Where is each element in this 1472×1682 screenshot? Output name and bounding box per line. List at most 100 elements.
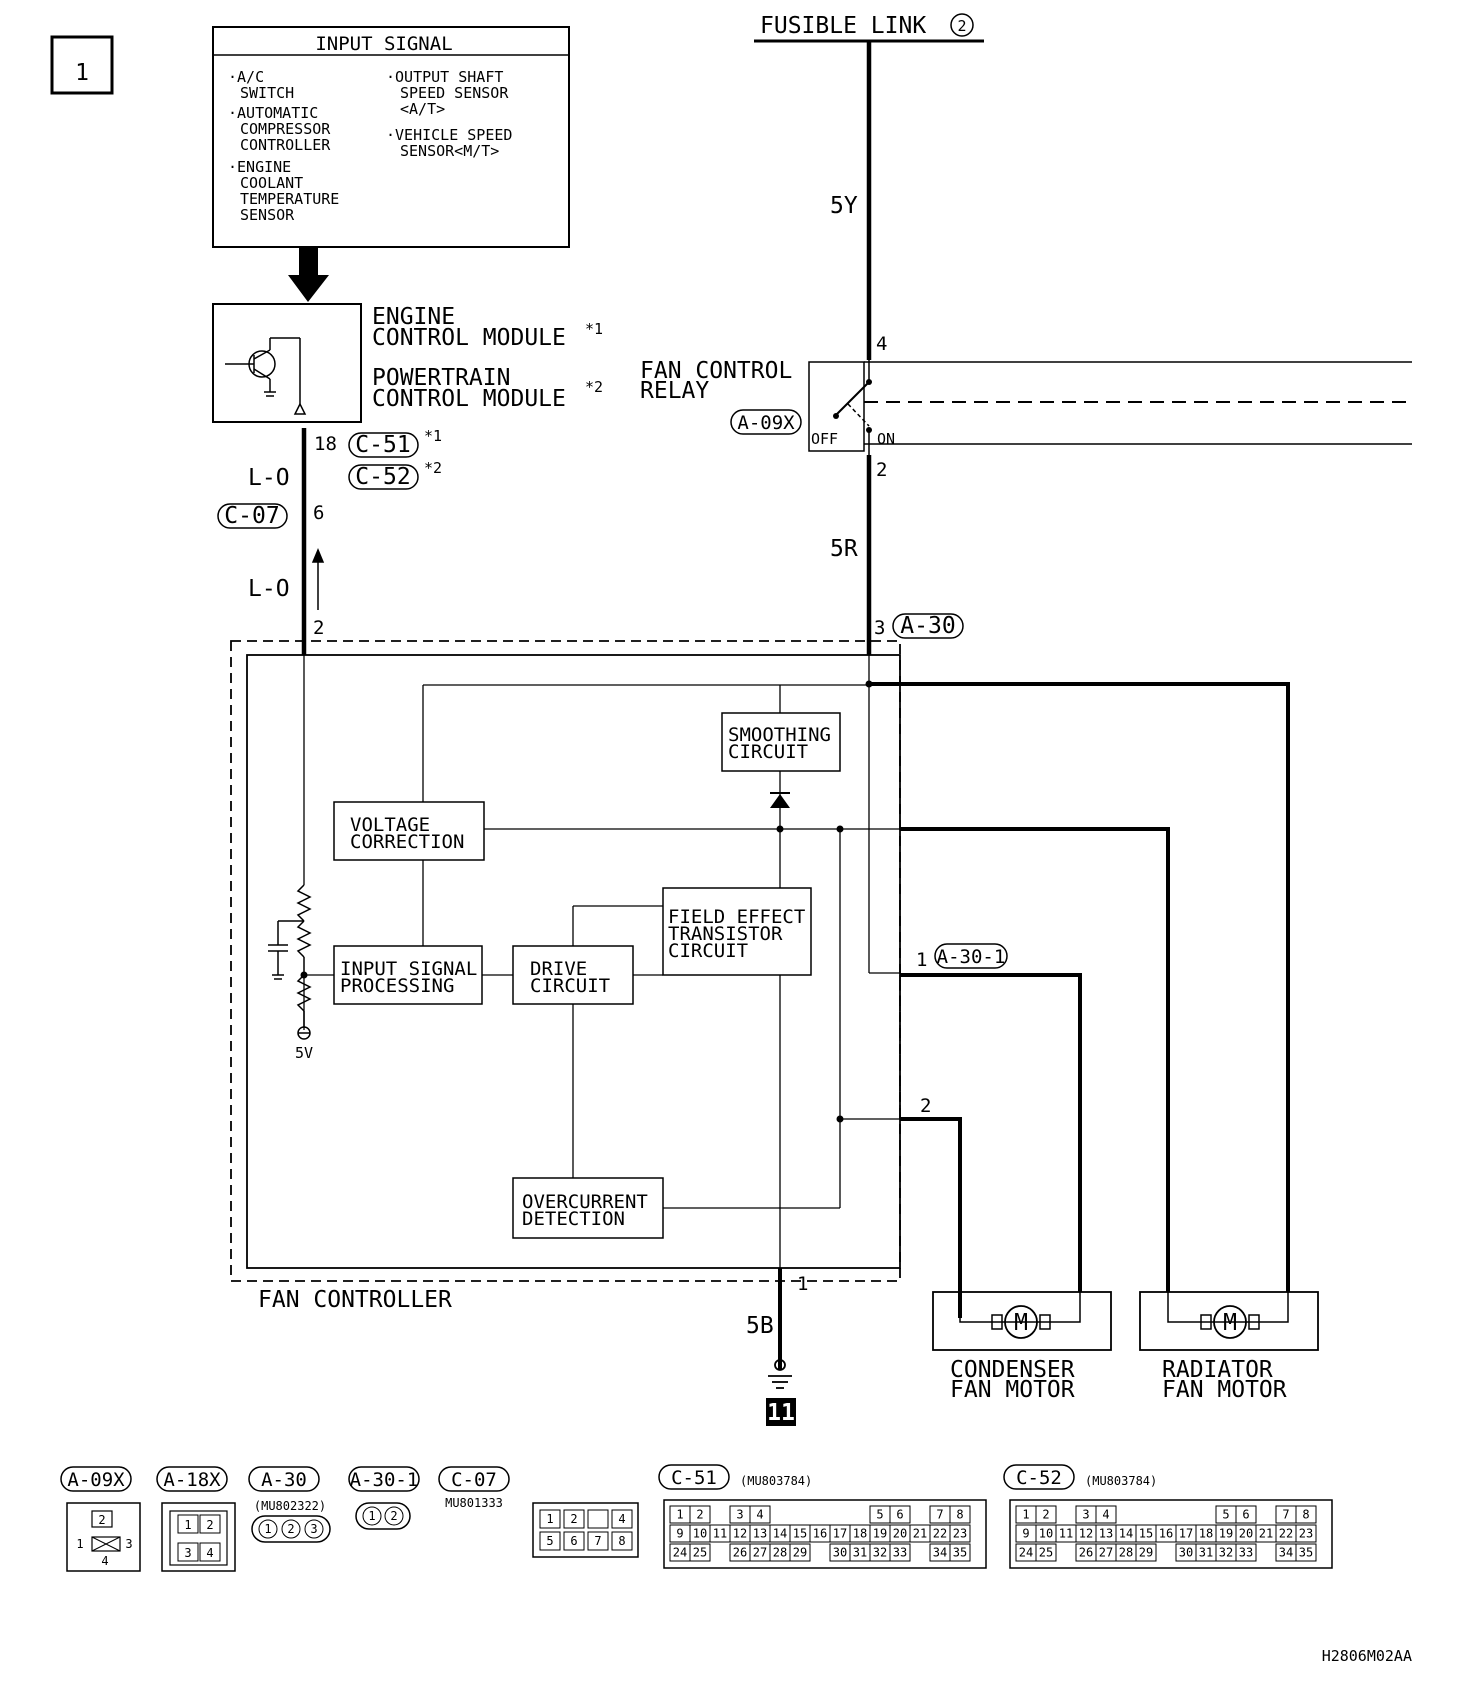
svg-text:FAN MOTOR: FAN MOTOR [1162,1377,1287,1403]
svg-text:<A/T>: <A/T> [400,100,445,118]
c51-pin-label: 27 [753,1546,767,1560]
svg-text:*1: *1 [424,427,442,445]
c52-pin-label: 33 [1239,1546,1253,1560]
drive-circuit-block: DRIVE CIRCUIT [512,945,634,1005]
svg-text:A-30: A-30 [900,613,955,639]
svg-text:3: 3 [310,1522,317,1536]
c51-pin-label: 9 [676,1527,683,1541]
svg-text:A-30: A-30 [261,1469,307,1491]
c07-pin [611,1531,633,1551]
svg-text:CONDENSER: CONDENSER [950,1357,1075,1383]
svg-text:1: 1 [264,1522,271,1536]
c52-pin-label: 8 [1302,1508,1309,1522]
c51-pin-label: 8 [956,1508,963,1522]
svg-text:MU801333: MU801333 [445,1496,503,1510]
c52-pin-label: 34 [1279,1546,1293,1560]
svg-text:C-07: C-07 [451,1469,497,1491]
c52-pin-label: 32 [1219,1546,1233,1560]
c52-pin [1295,1524,1317,1543]
c52-pin-label: 7 [1282,1508,1289,1522]
c51-pin-label: 2 [696,1508,703,1522]
svg-text:CIRCUIT: CIRCUIT [668,940,748,962]
input-signal-box [212,26,570,248]
svg-text:ON: ON [877,430,895,448]
svg-text:6: 6 [313,502,324,524]
svg-text:CONTROLLER: CONTROLLER [240,136,331,154]
c52-pin-label: 3 [1082,1508,1089,1522]
fan-controller-label: FAN CONTROLLER [258,1287,452,1313]
c51-pin-label: 14 [773,1527,787,1541]
svg-text:5Y: 5Y [830,193,858,219]
c51-pin [789,1543,811,1562]
c51-pin-label: 5 [876,1508,883,1522]
internal-wiring [303,655,900,1268]
page-id: 1 [75,60,89,86]
svg-text:(MU802322): (MU802322) [254,1499,326,1513]
c52-pin-label: 19 [1219,1527,1233,1541]
c51-pin-label: 26 [733,1546,747,1560]
ecm-box [212,303,362,423]
condenser-fan-motor: M CONDENSER FAN MOTOR [932,1291,1112,1403]
pcm-line2: CONTROL MODULE [372,386,566,412]
pcm-note: *2 [585,378,603,396]
condenser-motor-symbol: M [1014,1310,1028,1336]
c07-pin-label: 2 [570,1512,577,1526]
svg-text:C-52: C-52 [1016,1467,1062,1489]
a09x-conn-label: A-09X [730,409,802,435]
c51-pin [749,1505,771,1524]
fan-controller-inner [246,654,901,1269]
radiator-fan-motor: M RADIATOR FAN MOTOR [1139,1291,1319,1403]
svg-text:FAN MOTOR: FAN MOTOR [950,1377,1075,1403]
fan-controller-outline [230,640,901,1282]
c51-pin [949,1524,971,1543]
svg-text:1: 1 [76,1537,83,1551]
svg-text:4: 4 [876,333,887,355]
a30-conn-label: A-30 [892,613,964,639]
svg-text:SMOOTHING: SMOOTHING [728,724,831,746]
c51-pin [889,1543,911,1562]
svg-text:C-07: C-07 [224,503,279,529]
svg-text:RADIATOR: RADIATOR [1162,1357,1273,1383]
fusible-link-label: FUSIBLE LINK [760,13,926,39]
svg-text:SWITCH: SWITCH [240,84,294,102]
svg-text:3: 3 [125,1537,132,1551]
c51-pin-label: 20 [893,1527,907,1541]
connector-a301: A-30-1 1 2 [348,1466,420,1530]
c51-pin-label: 29 [793,1546,807,1560]
c51-pin [889,1505,911,1524]
fusible-link-num: 2 [957,17,966,35]
page-id-box [50,35,114,95]
c52-pin-label: 17 [1179,1527,1193,1541]
svg-text:OVERCURRENT: OVERCURRENT [522,1191,648,1213]
c51-pin-label: 23 [953,1527,967,1541]
input-signal-left-list: ·A/C SWITCH ·AUTOMATIC COMPRESSOR CONTRO… [228,68,339,224]
svg-text:1: 1 [368,1509,375,1523]
c52-pin-label: 31 [1199,1546,1213,1560]
c51-pin-label: 1 [676,1508,683,1522]
svg-text:C-51: C-51 [355,432,410,458]
connector-a30: A-30 (MU802322) 1 2 3 [248,1466,331,1543]
c52-pin-label: 35 [1299,1546,1313,1560]
input-signal-right-list: ·OUTPUT SHAFT SPEED SENSOR <A/T> ·VEHICL… [386,68,512,160]
svg-text:INPUT SIGNAL: INPUT SIGNAL [340,958,477,980]
transistor-icon [225,337,307,415]
c07-pin [539,1531,561,1551]
connector-a09x: A-09X 2 1 3 4 [60,1466,141,1572]
c51-pin-label: 16 [813,1527,827,1541]
c52-pin-label: 2 [1042,1508,1049,1522]
svg-text:DETECTION: DETECTION [522,1208,625,1230]
svg-text:2: 2 [920,1095,931,1117]
svg-text:·AUTOMATIC: ·AUTOMATIC [228,104,318,122]
c51-pin-label: 10 [693,1527,707,1541]
c52-pin-label: 30 [1179,1546,1193,1560]
svg-text:1: 1 [797,1273,808,1295]
c52-pin-label: 9 [1022,1527,1029,1541]
v5-label: 5V [295,1044,313,1062]
c51-pin [689,1505,711,1524]
svg-text:VOLTAGE: VOLTAGE [350,814,430,836]
svg-text:2: 2 [206,1518,213,1532]
svg-text:CIRCUIT: CIRCUIT [530,975,610,997]
svg-text:CORRECTION: CORRECTION [350,831,464,853]
ecm-line2: CONTROL MODULE [372,325,566,351]
c52-pin-label: 13 [1099,1527,1113,1541]
